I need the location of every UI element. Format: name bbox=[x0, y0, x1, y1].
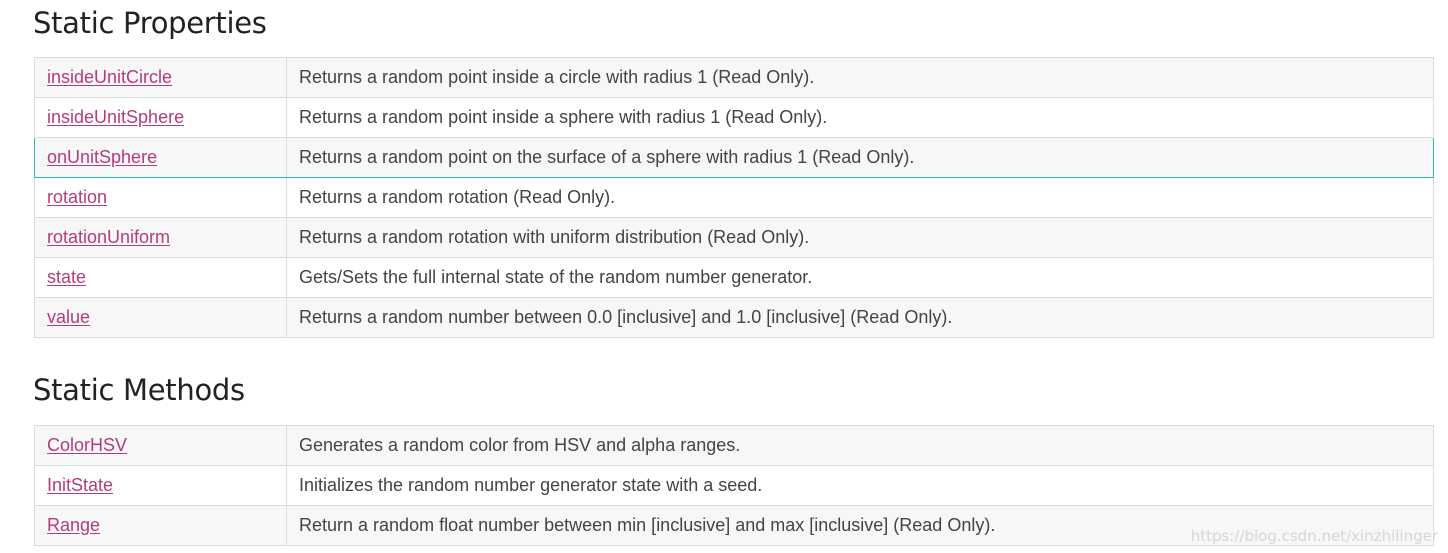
link-insideUnitCircle[interactable]: insideUnitCircle bbox=[47, 67, 173, 87]
property-name-cell: value bbox=[34, 297, 287, 338]
table-row: Range Return a random float number betwe… bbox=[34, 505, 1434, 546]
link-onUnitSphere[interactable]: onUnitSphere bbox=[47, 147, 158, 167]
method-name-cell: Range bbox=[34, 505, 287, 546]
static-methods-table: ColorHSV Generates a random color from H… bbox=[34, 425, 1434, 546]
property-description: Returns a random rotation with uniform d… bbox=[286, 217, 1434, 258]
table-row: insideUnitCircle Returns a random point … bbox=[34, 57, 1434, 98]
method-description: Generates a random color from HSV and al… bbox=[286, 425, 1434, 466]
property-name-cell: rotationUniform bbox=[34, 217, 287, 258]
static-properties-table: insideUnitCircle Returns a random point … bbox=[34, 57, 1434, 338]
link-rotationUniform[interactable]: rotationUniform bbox=[47, 227, 171, 247]
property-description: Returns a random point on the surface of… bbox=[286, 137, 1434, 178]
link-value[interactable]: value bbox=[47, 307, 91, 327]
link-insideUnitSphere[interactable]: insideUnitSphere bbox=[47, 107, 185, 127]
property-description: Returns a random point inside a circle w… bbox=[286, 57, 1434, 98]
table-row: InitState Initializes the random number … bbox=[34, 465, 1434, 506]
link-state[interactable]: state bbox=[47, 267, 87, 287]
property-description: Returns a random rotation (Read Only). bbox=[286, 177, 1434, 218]
method-description: Initializes the random number generator … bbox=[286, 465, 1434, 506]
method-name-cell: InitState bbox=[34, 465, 287, 506]
property-name-cell: insideUnitSphere bbox=[34, 97, 287, 138]
method-name-cell: ColorHSV bbox=[34, 425, 287, 466]
static-methods-heading: Static Methods bbox=[33, 373, 245, 407]
link-rotation[interactable]: rotation bbox=[47, 187, 108, 207]
property-name-cell: insideUnitCircle bbox=[34, 57, 287, 98]
link-Range[interactable]: Range bbox=[47, 515, 101, 535]
property-name-cell: state bbox=[34, 257, 287, 298]
table-row: value Returns a random number between 0.… bbox=[34, 297, 1434, 338]
method-description: Return a random float number between min… bbox=[286, 505, 1434, 546]
table-row-highlighted: onUnitSphere Returns a random point on t… bbox=[34, 137, 1434, 178]
table-row: ColorHSV Generates a random color from H… bbox=[34, 425, 1434, 466]
table-row: rotationUniform Returns a random rotatio… bbox=[34, 217, 1434, 258]
property-name-cell: rotation bbox=[34, 177, 287, 218]
table-row: state Gets/Sets the full internal state … bbox=[34, 257, 1434, 298]
property-description: Gets/Sets the full internal state of the… bbox=[286, 257, 1434, 298]
link-ColorHSV[interactable]: ColorHSV bbox=[47, 435, 128, 455]
table-row: insideUnitSphere Returns a random point … bbox=[34, 97, 1434, 138]
property-description: Returns a random point inside a sphere w… bbox=[286, 97, 1434, 138]
property-name-cell: onUnitSphere bbox=[34, 137, 287, 178]
table-row: rotation Returns a random rotation (Read… bbox=[34, 177, 1434, 218]
link-InitState[interactable]: InitState bbox=[47, 475, 114, 495]
property-description: Returns a random number between 0.0 [inc… bbox=[286, 297, 1434, 338]
watermark: https://blog.csdn.net/xinzhilinger bbox=[1190, 527, 1438, 545]
static-properties-heading: Static Properties bbox=[33, 6, 267, 40]
